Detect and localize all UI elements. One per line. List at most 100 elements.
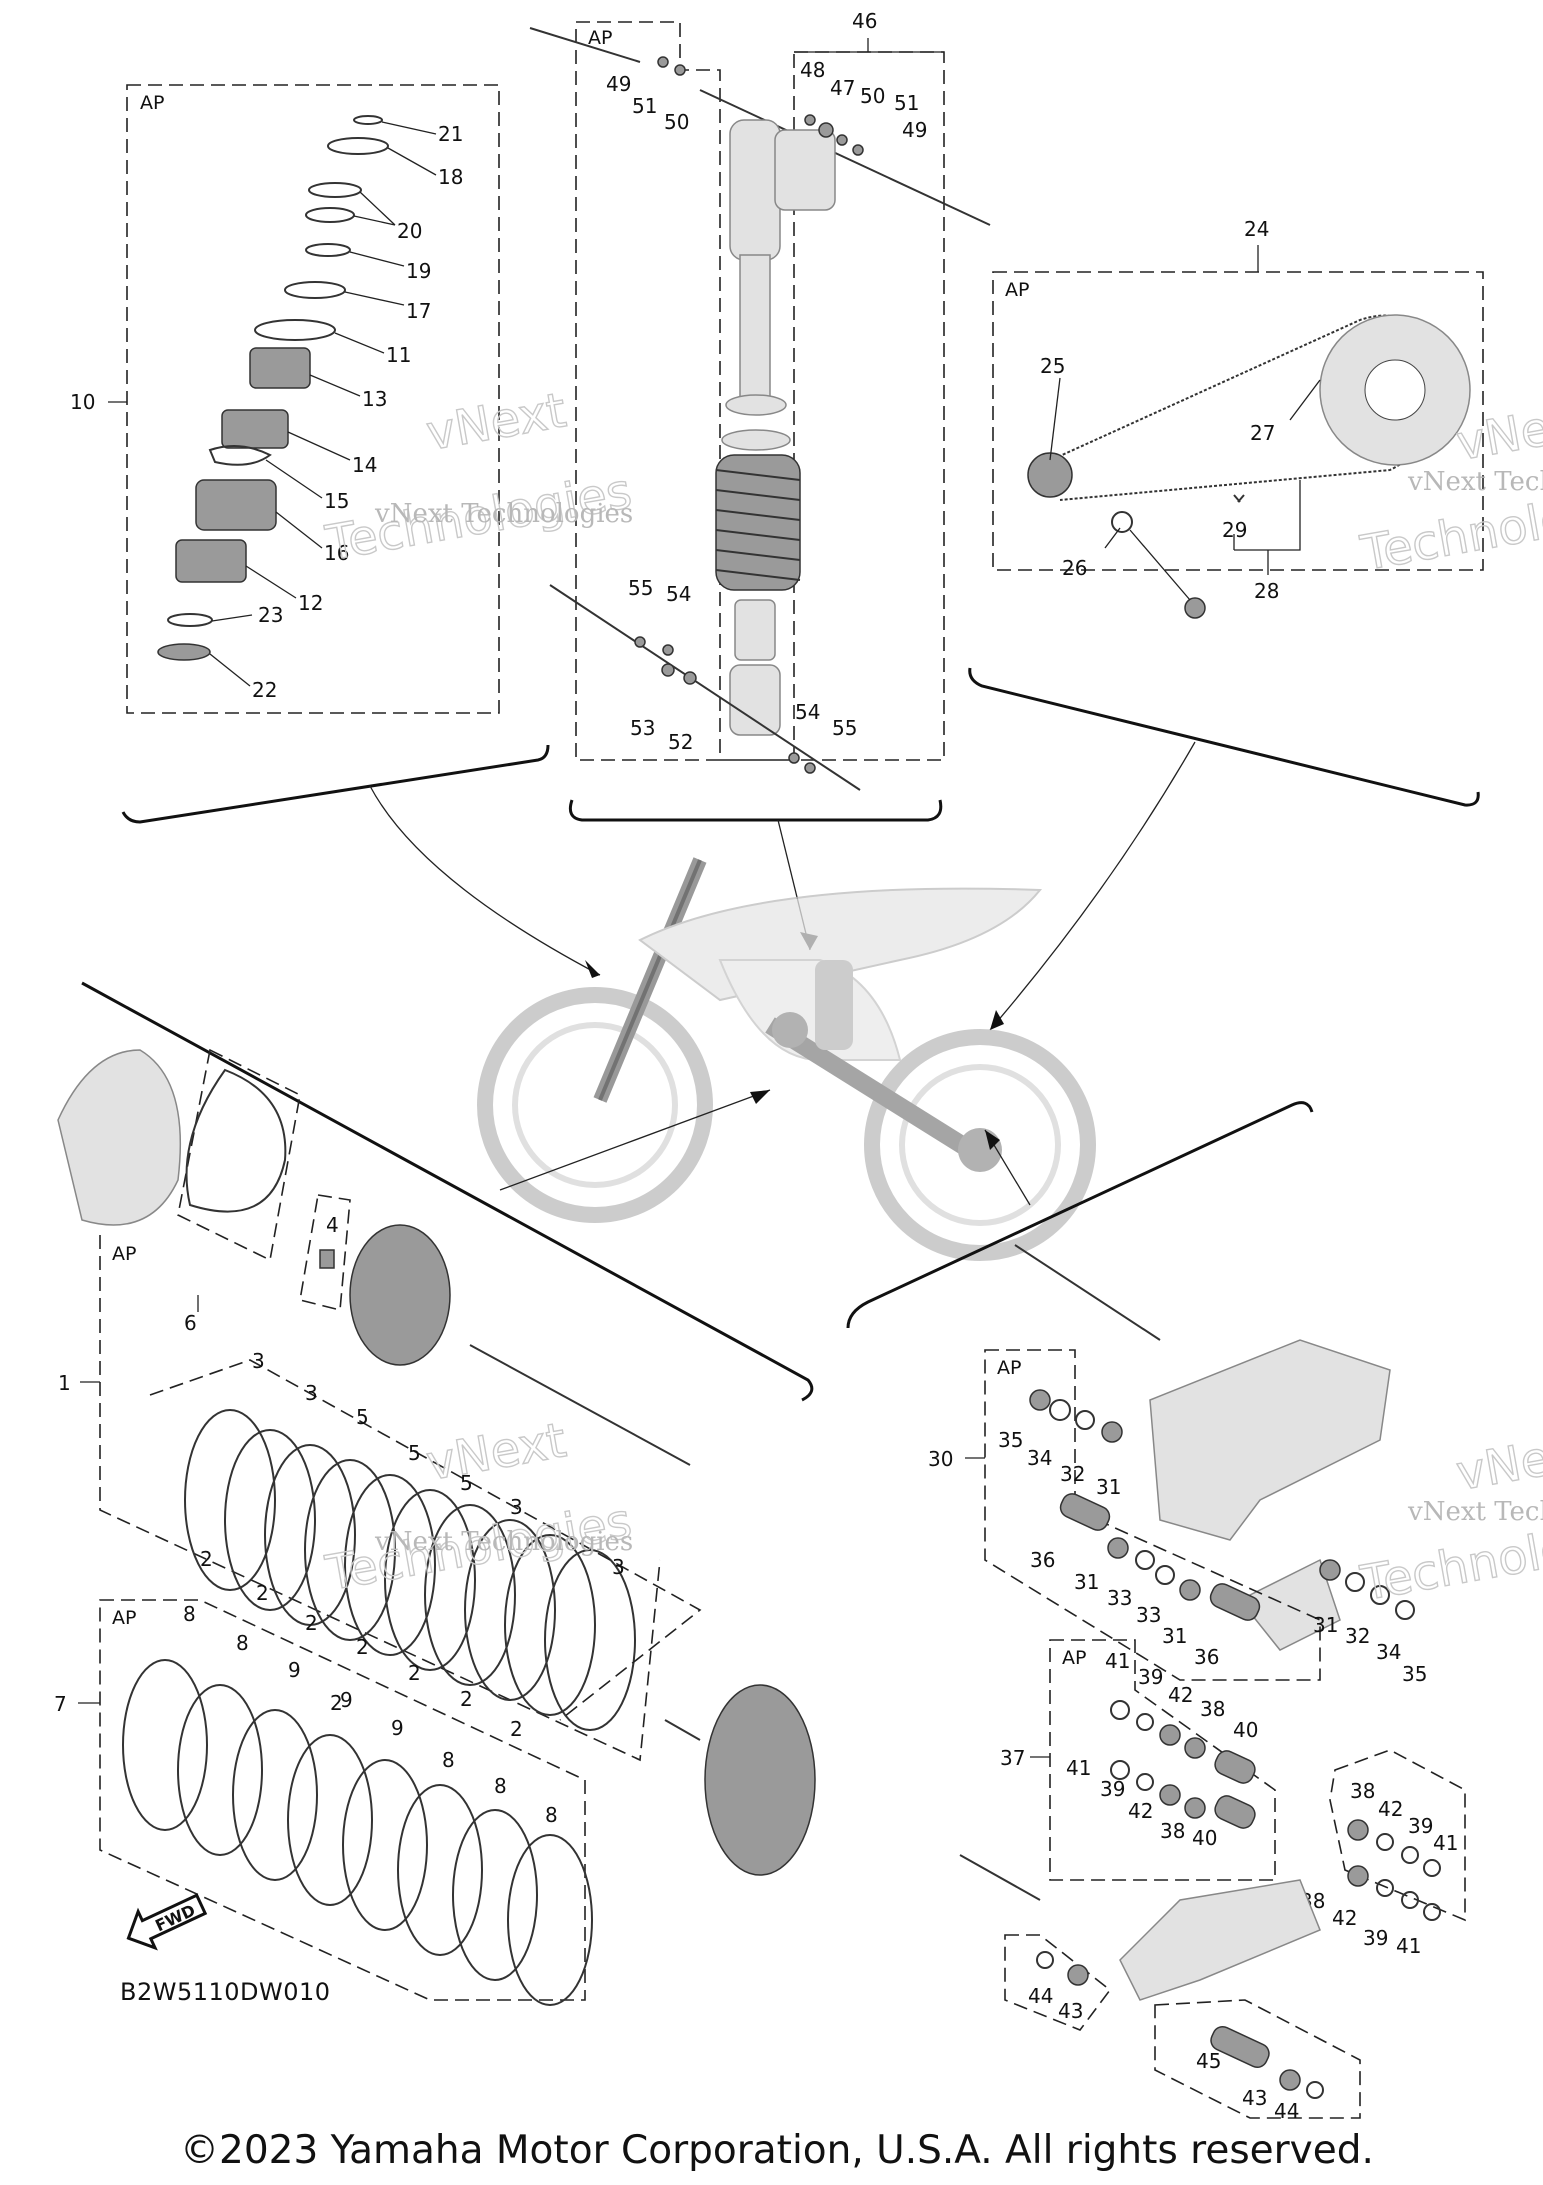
part-label-53: 53 <box>630 716 655 740</box>
part-label-2c: 2 <box>305 1611 318 1635</box>
part-label-17: 17 <box>406 299 431 323</box>
lower-right-box <box>1154 1999 1361 2119</box>
part-label-8c: 8 <box>442 1748 455 1772</box>
part-label-7: 7 <box>54 1692 67 1716</box>
part-label-10: 10 <box>70 390 95 414</box>
part-label-12: 12 <box>298 591 323 615</box>
plate-bracket <box>149 1359 702 1721</box>
part-label-41b: 41 <box>1066 1756 1091 1780</box>
shock-reservoir <box>729 119 781 261</box>
part-label-51: 51 <box>894 91 919 115</box>
nut <box>1184 597 1206 619</box>
part-label-26: 26 <box>1062 556 1087 580</box>
part-label-45: 45 <box>1196 2049 1221 2073</box>
pressure-plate <box>349 1224 451 1366</box>
part-label-43: 43 <box>1058 1999 1083 2023</box>
part-label-52: 52 <box>668 730 693 754</box>
front-fork-callout <box>121 744 550 824</box>
gasket-6 <box>185 1068 287 1213</box>
front-fork-assembly-box <box>126 84 500 714</box>
part-label-39d: 39 <box>1363 1926 1388 1950</box>
part-label-55: 55 <box>628 576 653 600</box>
seal-16 <box>195 479 277 531</box>
part-label-3d: 3 <box>612 1555 625 1579</box>
bushing-13 <box>249 347 311 389</box>
seal-20b <box>305 207 355 223</box>
part-label-37: 37 <box>1000 1746 1025 1770</box>
part-label-39: 39 <box>1138 1665 1163 1689</box>
part-label-8a: 8 <box>183 1602 196 1626</box>
part-label-47: 47 <box>830 76 855 100</box>
part-label-41c: 41 <box>1433 1831 1458 1855</box>
part-label-19: 19 <box>406 259 431 283</box>
part-label-18: 18 <box>438 165 463 189</box>
swingarm-group: AP 30 35 34 32 31 36 31 33 33 31 36 31 3… <box>846 1101 1466 2123</box>
swingarm <box>1149 1339 1391 1541</box>
part-label-30: 30 <box>928 1447 953 1471</box>
part-label-9a: 9 <box>288 1658 301 1682</box>
part-label-46: 46 <box>852 9 877 33</box>
part-label-2a: 2 <box>200 1547 213 1571</box>
drive-chain-assembly-box <box>992 271 1484 571</box>
part-label-33b: 33 <box>1136 1603 1161 1627</box>
part-label-21: 21 <box>438 122 463 146</box>
part-label-24: 24 <box>1244 217 1269 241</box>
ap-marker: AP <box>140 92 164 114</box>
swingarm-bearing-box <box>984 1349 1321 1681</box>
part-label-48: 48 <box>800 58 825 82</box>
part-label-31b: 31 <box>1074 1570 1099 1594</box>
part-label-5c: 5 <box>460 1471 473 1495</box>
part-label-42c: 42 <box>1378 1797 1403 1821</box>
part-label-35b: 35 <box>1402 1662 1427 1686</box>
friction-plate-box <box>99 1599 586 2001</box>
rear-shock-assembly-box <box>575 21 721 761</box>
clip-15 <box>208 445 272 466</box>
cap-22 <box>157 643 211 661</box>
diagram-code: B2W5110DW010 <box>120 1978 331 2006</box>
shock-spring <box>715 454 801 591</box>
part-label-23: 23 <box>258 603 283 627</box>
shock-lower-eye <box>729 664 781 736</box>
part-label-9c: 9 <box>391 1716 404 1740</box>
ap-marker: AP <box>112 1243 136 1265</box>
part-label-42d: 42 <box>1332 1906 1357 1930</box>
ap-marker: AP <box>997 1357 1021 1379</box>
ring-11 <box>254 319 336 341</box>
part-label-42: 42 <box>1168 1683 1193 1707</box>
part-label-8e: 8 <box>545 1803 558 1827</box>
part-label-3c: 3 <box>510 1495 523 1519</box>
spring-box <box>299 1194 351 1312</box>
part-label-14: 14 <box>352 453 377 477</box>
spring-4 <box>319 1249 335 1269</box>
lower-left-box <box>1004 1934 1112 2031</box>
ap-marker: AP <box>112 1607 136 1629</box>
swingarm-callout <box>846 1101 1314 1329</box>
ap-marker: AP <box>588 27 612 49</box>
fwd-arrow-icon: FWD <box>126 1893 208 1951</box>
part-label-11: 11 <box>386 343 411 367</box>
part-label-49-left: 49 <box>606 72 631 96</box>
part-label-35: 35 <box>998 1428 1023 1452</box>
svg-text:vNext Technologies: vNext Technologies <box>374 1527 633 1557</box>
rear-shock-callout <box>568 799 943 822</box>
svg-text:vNext: vNext <box>422 1412 570 1492</box>
washer-26 <box>1111 511 1133 533</box>
drive-chain-arrow <box>989 741 1196 1031</box>
part-label-50-left: 50 <box>664 110 689 134</box>
front-fork-arrow <box>369 785 601 976</box>
part-label-44: 44 <box>1028 1984 1053 2008</box>
ring-23 <box>167 613 213 627</box>
clutch-group: 6 4 AP 1 3 3 <box>54 981 816 2006</box>
svg-text:vNext: vNext <box>422 382 570 462</box>
part-label-32b: 32 <box>1345 1624 1370 1648</box>
friction-plates <box>122 1659 593 2006</box>
svg-text:vNext Technologies: vNext Technologies <box>1407 467 1543 497</box>
part-label-33: 33 <box>1107 1586 1132 1610</box>
clutch-assembly-box <box>99 1235 661 1762</box>
part-label-38c: 38 <box>1350 1779 1375 1803</box>
part-label-38b: 38 <box>1160 1819 1185 1843</box>
part-label-8d: 8 <box>494 1774 507 1798</box>
part-label-2f: 2 <box>460 1687 473 1711</box>
part-label-27: 27 <box>1250 421 1275 445</box>
part-label-31c: 31 <box>1162 1624 1187 1648</box>
